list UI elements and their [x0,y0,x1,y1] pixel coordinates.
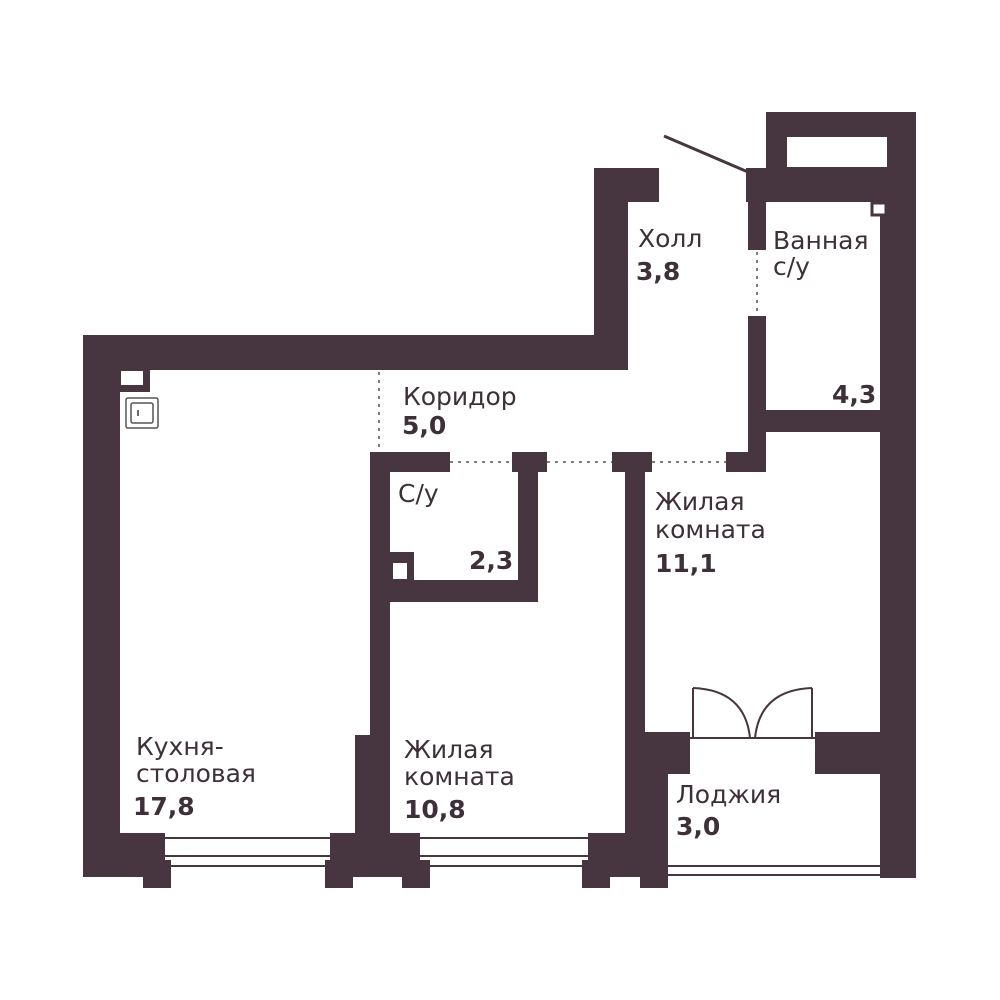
bedroom2-name-line2: комната [404,762,515,791]
room-corridor: Коридор 5,0 [402,382,517,440]
kitchen-name-line1: Кухня- [136,732,224,761]
wall-bottom-loggia-right [880,833,916,878]
wc-shaft-hole [393,563,407,579]
wc-area: 2,3 [469,546,513,575]
room-bedroom1: Жилая комната 11,1 [655,487,766,578]
bedroom2-area: 10,8 [404,795,466,824]
corridor-name: Коридор [403,382,517,411]
room-loggia: Лоджия 3,0 [676,780,781,841]
bath-shaft [870,201,888,217]
wall-bath-left-lower [748,316,766,471]
bath-area: 4,3 [832,380,876,409]
walls [83,112,916,888]
wall-stub-right [726,452,766,472]
kitchen-area: 17,8 [133,792,195,821]
wall-bedroom1-bottom-right [815,732,916,774]
wall-top-kitchen [83,335,628,370]
bedroom1-name-line2: комната [655,515,766,544]
room-wc: С/у 2,3 [398,479,513,575]
room-hall: Холл 3,8 [636,224,702,286]
wall-left-outer [83,335,120,875]
bedroom2-name-line1: Жилая [404,735,494,764]
bath-name-line1: Ванная [773,226,869,255]
window-icon [165,135,889,876]
sink-icon [125,397,159,429]
room-bath: Ванная с/у 4,3 [773,226,876,409]
window-stub-2 [325,860,353,888]
window-stub-3 [402,860,430,888]
wc-name: С/у [398,479,439,508]
kitchen-name-line2: столовая [136,759,256,788]
door-swing-icon [663,134,749,174]
wall-wc-bottom [370,580,538,602]
hall-name: Холл [638,224,702,253]
room-kitchen: Кухня- столовая 17,8 [133,732,256,821]
openings [378,252,758,463]
bedroom1-name-line1: Жилая [655,487,745,516]
bedroom1-area: 11,1 [655,549,717,578]
hall-area: 3,8 [636,257,680,286]
bath-name-line2: с/у [773,252,810,281]
window-stub-4 [582,860,610,888]
kitchen-shaft-hole [121,371,143,385]
loggia-area: 3,0 [676,812,720,841]
window-stub-5 [640,860,668,888]
wall-hall-top-stub [594,168,659,202]
wall-bath-left-upper [748,168,766,250]
room-bedroom2: Жилая комната 10,8 [404,735,515,824]
corridor-area: 5,0 [402,411,446,440]
wall-bath-bottom [748,410,916,432]
loggia-name: Лоджия [676,780,781,809]
wall-wc-right [518,452,538,602]
window-stub-1 [143,860,171,888]
loggia-door-icon [690,687,815,739]
